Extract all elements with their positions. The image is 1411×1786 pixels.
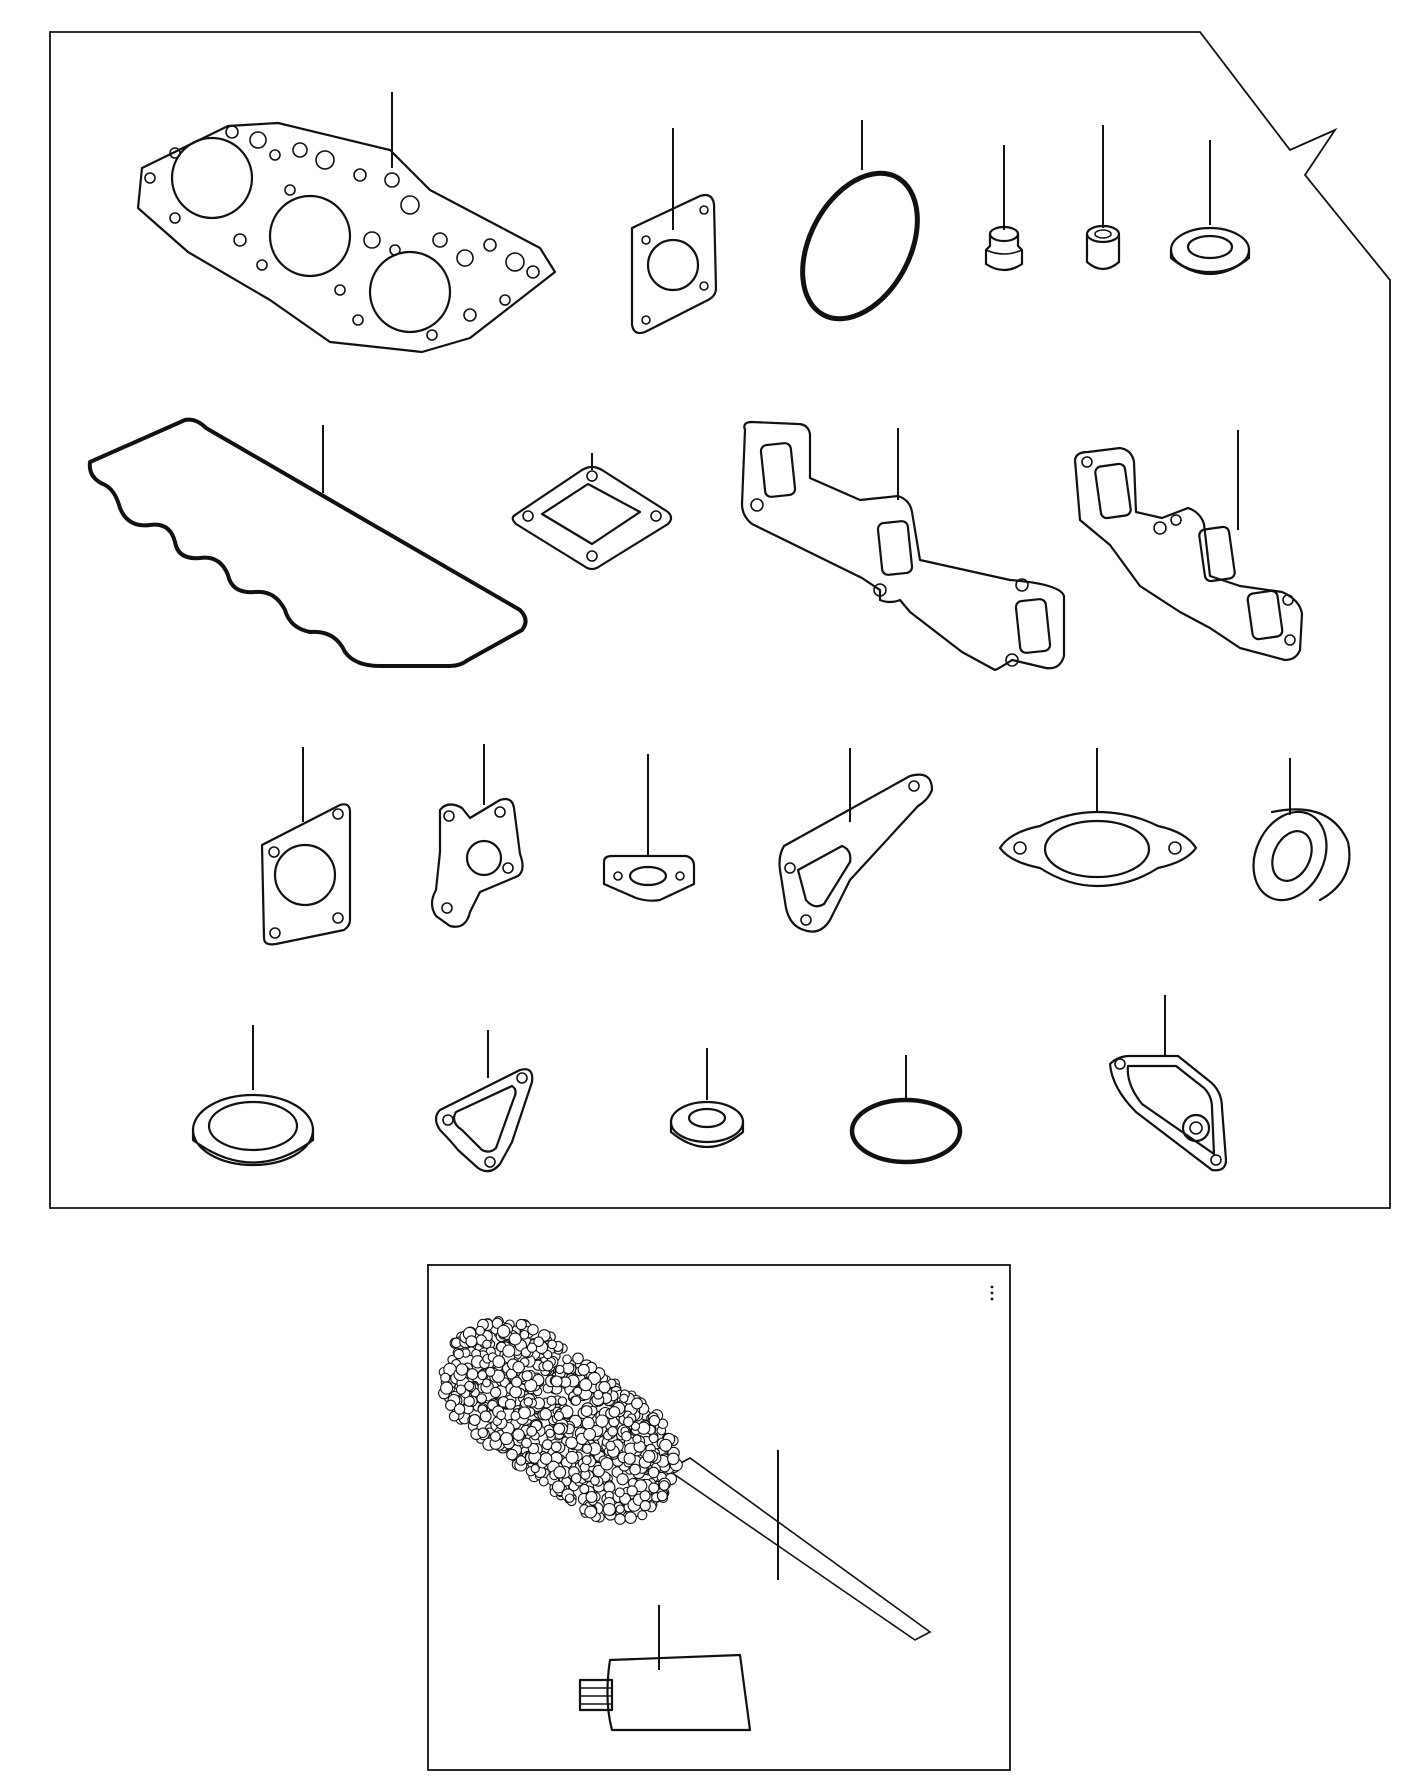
housing-gasket — [1108, 995, 1228, 1172]
valve-stem-seal — [984, 145, 1024, 272]
panel-mark — [990, 1285, 994, 1301]
bushing — [1085, 125, 1121, 271]
o-ring-small — [849, 1055, 963, 1165]
oil-seal — [1252, 758, 1351, 902]
cleaning-brush — [438, 1316, 932, 1641]
flat-ring-gasket — [191, 1025, 315, 1167]
thermostat-gasket — [630, 128, 718, 335]
oval-flange-gasket — [998, 748, 1198, 888]
water-pump-gasket — [260, 747, 352, 946]
rocker-cover-gasket — [87, 417, 528, 668]
intake-manifold-gasket — [1073, 430, 1304, 662]
elbow-gasket — [434, 1030, 534, 1173]
exhaust-manifold-gasket — [740, 420, 1066, 672]
accessory-panel-frame — [427, 1264, 1011, 1771]
bracket-gasket — [778, 748, 934, 933]
brush-head — [438, 1316, 683, 1525]
gasket-set-panel-frame — [49, 31, 1391, 1209]
sealant-tube — [578, 1605, 752, 1732]
cover-gasket — [430, 744, 524, 928]
small-washer — [669, 1048, 745, 1149]
o-ring-large — [800, 120, 920, 322]
square-flange-gasket — [511, 453, 673, 571]
small-flange-gasket — [602, 754, 696, 902]
sealing-washer — [1169, 140, 1251, 276]
cylinder-head-gasket — [136, 92, 557, 354]
